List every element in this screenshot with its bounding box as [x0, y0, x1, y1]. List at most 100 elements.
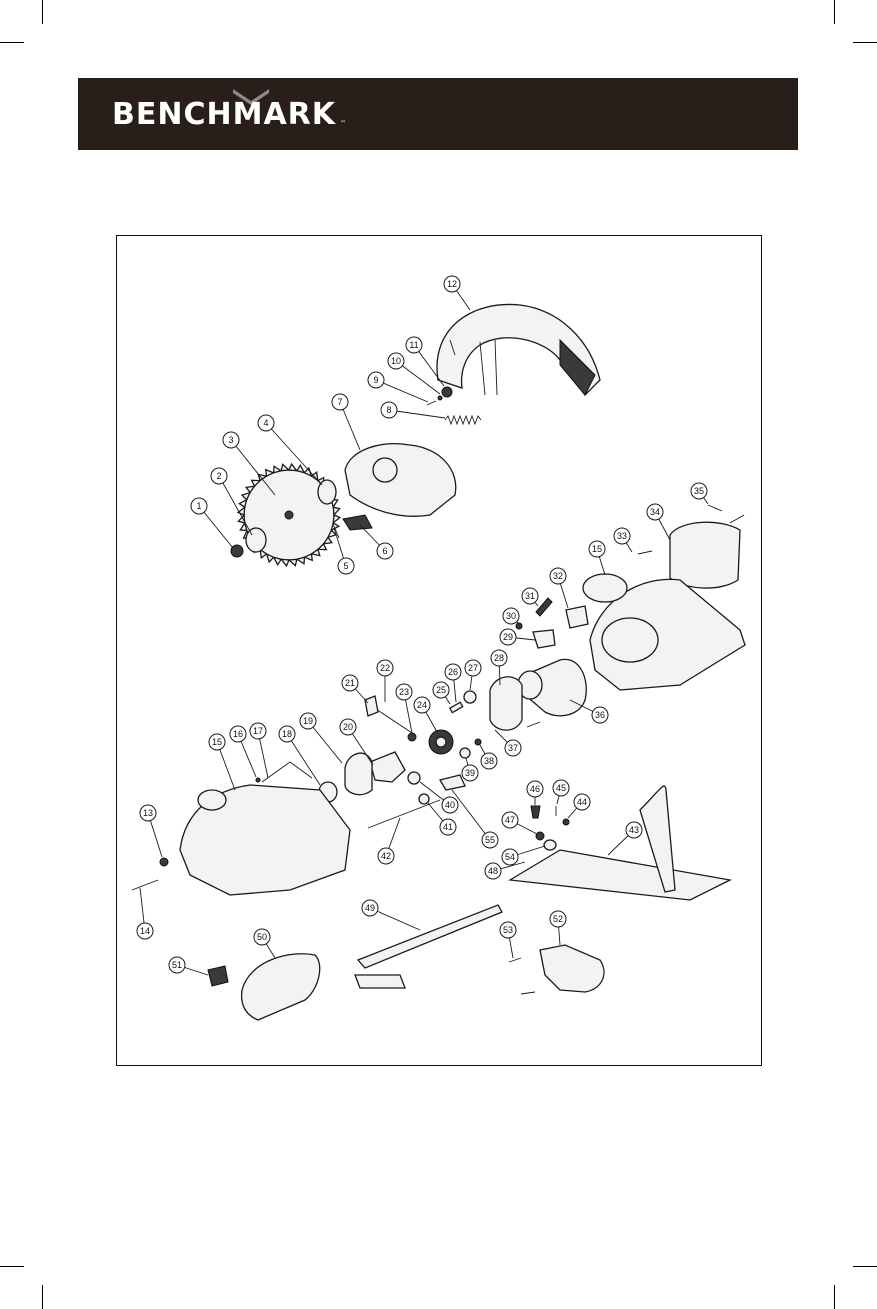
callout-number: 6 — [382, 546, 387, 556]
callout-8: 8 — [381, 402, 397, 418]
callout-15: 15 — [209, 734, 225, 750]
part-29 — [533, 630, 555, 648]
blade-tooth — [281, 464, 289, 470]
blade-tooth — [333, 507, 339, 515]
callout-39: 39 — [462, 765, 478, 781]
callout-number: 50 — [257, 932, 267, 942]
callout-18: 18 — [279, 726, 295, 742]
part-39 — [460, 748, 470, 758]
callout-number: 38 — [484, 756, 494, 766]
callout-34: 34 — [647, 504, 663, 520]
callout-46: 46 — [527, 781, 543, 797]
callout-number: 54 — [505, 852, 515, 862]
callout-20: 20 — [340, 719, 356, 735]
callout-number: 11 — [409, 340, 418, 350]
key-pin — [450, 702, 463, 712]
battery-pack — [242, 954, 320, 1020]
callout-25: 25 — [433, 682, 449, 698]
callout-7: 7 — [332, 394, 348, 410]
leader-line — [452, 790, 490, 840]
callout-number: 52 — [553, 914, 563, 924]
motor — [518, 659, 586, 715]
callout-number: 23 — [399, 687, 409, 697]
callout-number: 18 — [282, 729, 292, 739]
spring-icon — [445, 416, 481, 424]
callout-number: 51 — [172, 960, 182, 970]
part-11 — [442, 387, 452, 397]
blade-tooth — [297, 465, 304, 472]
upper-blade-guard — [437, 304, 600, 395]
callout-number: 24 — [417, 700, 427, 710]
callout-number: 3 — [228, 435, 233, 445]
callout-27: 27 — [465, 660, 481, 676]
battery-cover — [670, 522, 740, 588]
callout-number: 27 — [468, 663, 478, 673]
callout-number: 22 — [380, 663, 390, 673]
callout-number: 13 — [143, 808, 153, 818]
callout-13: 13 — [140, 805, 156, 821]
gear-plate — [490, 677, 522, 730]
callout-number: 53 — [503, 925, 513, 935]
part-32 — [566, 606, 588, 628]
hex-key-icon — [262, 762, 312, 782]
blade-tooth — [239, 500, 246, 507]
callout-number: 33 — [617, 531, 627, 541]
callout-36: 36 — [592, 707, 608, 723]
callout-55: 55 — [482, 832, 498, 848]
callout-number: 16 — [233, 729, 243, 739]
callout-3: 3 — [223, 432, 239, 448]
callout-number: 43 — [629, 825, 639, 835]
callout-number: 32 — [553, 571, 563, 581]
callout-number: 1 — [196, 501, 201, 511]
gear-housing — [370, 752, 405, 782]
callout-number: 5 — [343, 561, 348, 571]
part-30 — [516, 623, 522, 629]
callout-14: 14 — [137, 923, 153, 939]
callout-33: 33 — [614, 528, 630, 544]
base-plate — [510, 850, 730, 900]
callout-45: 45 — [553, 780, 569, 796]
part-38 — [475, 739, 481, 745]
callout-6: 6 — [377, 543, 393, 559]
callout-number: 15 — [592, 544, 602, 554]
guard-lever — [343, 515, 372, 530]
callout-number: 14 — [140, 926, 150, 936]
callout-number: 12 — [447, 279, 457, 289]
part-55 — [440, 775, 465, 790]
blade-tooth — [289, 464, 297, 471]
callout-11: 11 — [406, 337, 422, 353]
callout-47: 47 — [502, 812, 518, 828]
blade-tooth — [281, 559, 289, 566]
callout-31: 31 — [522, 588, 538, 604]
callout-26: 26 — [445, 664, 461, 680]
callout-12: 12 — [444, 276, 460, 292]
callout-22: 22 — [377, 660, 393, 676]
blade-tooth — [274, 557, 281, 564]
part-23 — [408, 733, 416, 741]
callout-number: 4 — [263, 418, 268, 428]
outer-flange — [246, 528, 266, 552]
callout-21: 21 — [342, 675, 358, 691]
bearing — [464, 691, 476, 703]
callout-number: 37 — [508, 743, 518, 753]
lower-blade-guard — [345, 444, 456, 517]
part-10 — [438, 396, 442, 400]
callout-9: 9 — [368, 372, 384, 388]
callout-28: 28 — [491, 650, 507, 666]
part-40 — [408, 772, 420, 784]
part-31 — [536, 598, 552, 616]
callout-38: 38 — [481, 753, 497, 769]
callout-35: 35 — [691, 483, 707, 499]
callout-4: 4 — [258, 415, 274, 431]
callout-number: 35 — [694, 486, 704, 496]
callout-number: 45 — [556, 783, 566, 793]
callout-53: 53 — [500, 922, 516, 938]
callout-number: 30 — [506, 611, 516, 621]
callout-number: 7 — [337, 397, 342, 407]
callout-17: 17 — [250, 723, 266, 739]
blade-tooth — [289, 559, 297, 565]
callout-number: 41 — [443, 822, 453, 832]
part-16 — [256, 778, 260, 782]
callout-number: 21 — [345, 678, 355, 688]
callout-41: 41 — [440, 819, 456, 835]
